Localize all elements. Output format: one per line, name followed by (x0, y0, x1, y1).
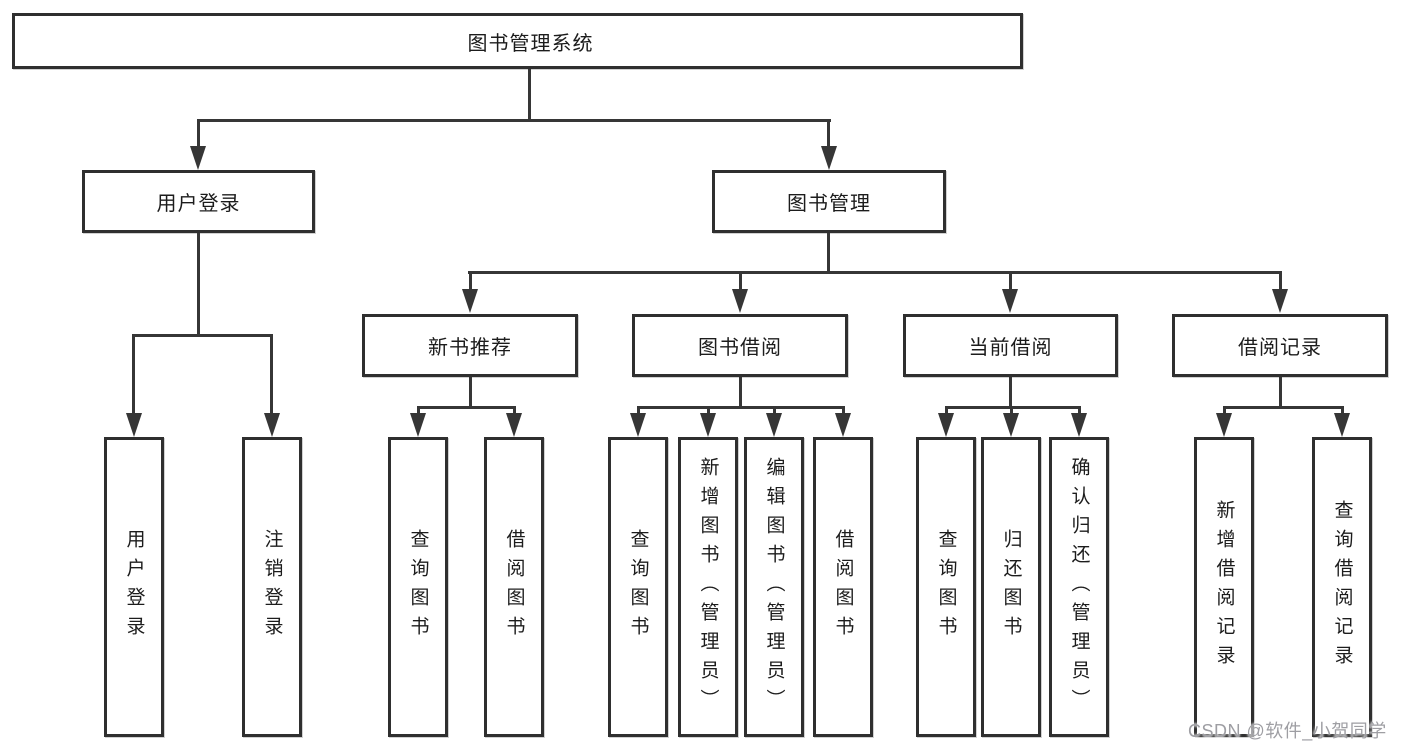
connector-drop (773, 406, 776, 416)
arrowhead-icon (126, 413, 142, 437)
leaf-query-books-borrow: 查询图书 (608, 437, 668, 737)
connector-group-rail (1223, 406, 1344, 409)
arrowhead-icon (410, 413, 426, 437)
arrowhead-icon (1216, 413, 1232, 437)
connector-drop (513, 406, 516, 416)
connector-drop (197, 119, 200, 148)
connector-drop (842, 406, 845, 416)
connector-drop (469, 271, 472, 291)
connector-bookmgmt-stub (827, 233, 830, 274)
arrowhead-icon (1003, 413, 1019, 437)
connector-drop (1223, 406, 1226, 416)
arrowhead-icon (700, 413, 716, 437)
connector-group-stub (469, 377, 472, 409)
node-book-management: 图书管理 (712, 170, 946, 233)
arrowhead-icon (732, 289, 748, 313)
leaf-borrow-books-recommend: 借阅图书 (484, 437, 544, 737)
connector-drop (132, 334, 135, 416)
arrowhead-icon (1272, 289, 1288, 313)
connector-drop (1341, 406, 1344, 416)
arrowhead-icon (190, 146, 206, 170)
connector-drop (1078, 406, 1081, 416)
leaf-return-book: 归还图书 (981, 437, 1041, 737)
node-root: 图书管理系统 (12, 13, 1023, 69)
leaf-add-book-admin: 新增图书（管理员） (678, 437, 738, 737)
connector-group-stub (739, 377, 742, 409)
connector-drop (739, 271, 742, 291)
arrowhead-icon (506, 413, 522, 437)
node-book-borrow: 图书借阅 (632, 314, 848, 377)
leaf-confirm-return-admin: 确认归还（管理员） (1049, 437, 1109, 737)
leaf-query-books-current: 查询图书 (916, 437, 976, 737)
arrowhead-icon (1071, 413, 1087, 437)
arrowhead-icon (835, 413, 851, 437)
node-user-login: 用户登录 (82, 170, 315, 233)
leaf-borrow-books: 借阅图书 (813, 437, 873, 737)
arrowhead-icon (264, 413, 280, 437)
connector-drop (707, 406, 710, 416)
connector-userlogin-rail (132, 334, 273, 337)
node-borrow-records: 借阅记录 (1172, 314, 1388, 377)
leaf-query-books-recommend: 查询图书 (388, 437, 448, 737)
connector-drop (945, 406, 948, 416)
connector-root-stub (528, 69, 531, 121)
arrowhead-icon (821, 146, 837, 170)
csdn-watermark: CSDN @软件_小贺同学 (1188, 721, 1387, 741)
connector-drop (637, 406, 640, 416)
connector-drop (417, 406, 420, 416)
arrowhead-icon (462, 289, 478, 313)
arrowhead-icon (1334, 413, 1350, 437)
leaf-edit-book-admin: 编辑图书（管理员） (744, 437, 804, 737)
connector-userlogin-stub (197, 233, 200, 337)
connector-drop (1279, 271, 1282, 291)
connector-level1-rail (197, 119, 831, 122)
connector-drop (1009, 271, 1012, 291)
connector-drop (270, 334, 273, 416)
arrowhead-icon (938, 413, 954, 437)
node-new-book-recommend: 新书推荐 (362, 314, 578, 377)
leaf-query-borrow-record: 查询借阅记录 (1312, 437, 1372, 737)
connector-group-rail (637, 406, 845, 409)
connector-group-rail (417, 406, 516, 409)
leaf-user-login: 用户登录 (104, 437, 164, 737)
leaf-add-borrow-record: 新增借阅记录 (1194, 437, 1254, 737)
node-current-borrow: 当前借阅 (903, 314, 1118, 377)
arrowhead-icon (766, 413, 782, 437)
arrowhead-icon (1002, 289, 1018, 313)
connector-group-stub (1279, 377, 1282, 409)
arrowhead-icon (630, 413, 646, 437)
connector-drop (1010, 406, 1013, 416)
connector-drop (827, 119, 830, 148)
connector-group-rail (945, 406, 1081, 409)
connector-group-stub (1009, 377, 1012, 409)
leaf-logout: 注销登录 (242, 437, 302, 737)
connector-level2-rail (468, 271, 1282, 274)
